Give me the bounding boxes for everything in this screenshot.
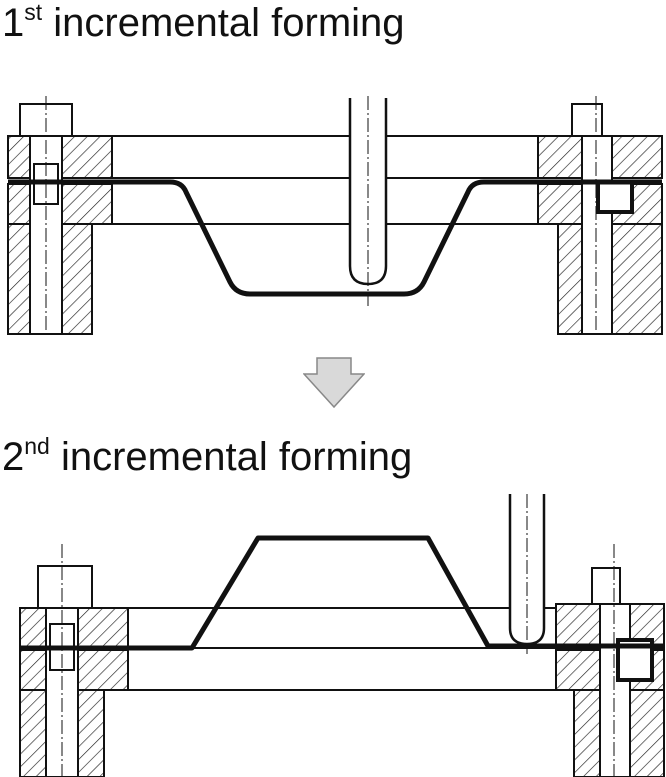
stage-1-title: 1st incremental forming <box>2 0 405 45</box>
stage-1-cross-section <box>7 96 663 338</box>
stage-2-cross-section <box>19 494 665 777</box>
stage-1-suffix: st <box>24 0 43 25</box>
stage-2-suffix: nd <box>24 433 50 459</box>
formed-sheet-1 <box>8 179 662 297</box>
stage-2-label: incremental forming <box>60 435 413 479</box>
stage-1-label: incremental forming <box>53 1 405 45</box>
right-clamp-fixture <box>537 103 663 335</box>
left-clamp-fixture <box>7 103 113 335</box>
stage-2-title: 2nd incremental forming <box>2 435 413 479</box>
formed-sheet-2 <box>20 535 664 651</box>
stage-2-number: 2 <box>2 435 25 479</box>
stage-1-number: 1 <box>2 1 25 45</box>
left-clamp-fixture-2 <box>19 565 129 777</box>
right-clamp-fixture-2 <box>555 567 665 777</box>
down-arrow-icon <box>303 357 365 409</box>
